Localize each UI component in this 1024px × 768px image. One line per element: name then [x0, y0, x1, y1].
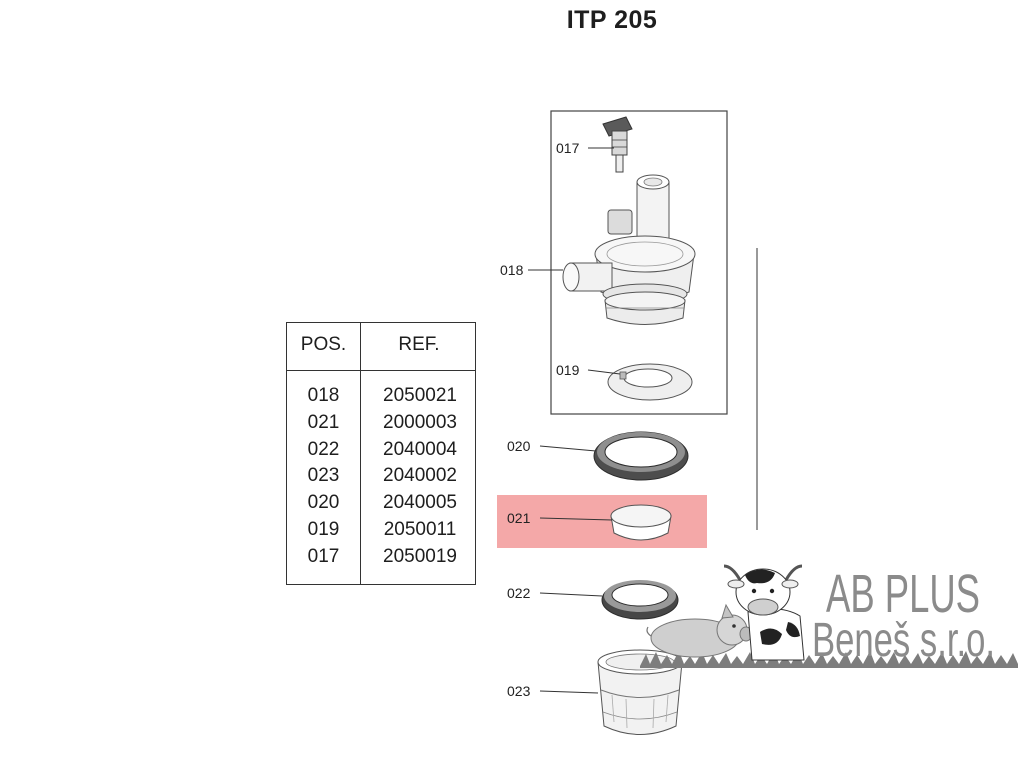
row-pos: 020 — [307, 492, 340, 514]
logo-text-line2: Beneš s.r.o. — [812, 614, 995, 667]
part-021-cap — [610, 504, 672, 541]
leader-023 — [539, 690, 599, 694]
leader-019 — [587, 369, 621, 375]
row-ref: 2040005 — [383, 492, 457, 514]
pig-icon — [646, 603, 753, 658]
part-017-valve — [602, 116, 633, 173]
page-title: ITP 205 — [566, 6, 658, 34]
table-header-pos: POS. — [300, 334, 347, 355]
leader-020 — [539, 445, 597, 452]
callout-023: 023 — [507, 683, 531, 699]
row-ref: 2040004 — [383, 438, 457, 460]
callout-017: 017 — [556, 140, 580, 156]
cow-icon — [723, 564, 805, 661]
part-020-seal-ring — [593, 431, 689, 481]
row-ref: 2040002 — [383, 465, 457, 487]
leader-022 — [539, 592, 603, 597]
subassembly-frame — [550, 110, 728, 415]
part-022-ring — [601, 580, 679, 620]
callout-022: 022 — [507, 585, 531, 601]
row-pos: 021 — [307, 411, 340, 433]
leader-021 — [539, 517, 613, 521]
row-pos: 022 — [307, 438, 340, 460]
row-pos: 019 — [307, 518, 340, 540]
table-row: 022 2040004 — [287, 437, 477, 464]
table-body: 018 2050021 021 2000003 022 2040004 023 … — [287, 383, 477, 571]
logo-text-line1: AB PLUS — [826, 564, 980, 624]
table-column-divider — [360, 323, 361, 584]
row-ref: 2050019 — [383, 545, 457, 567]
table-row: 019 2050011 — [287, 517, 477, 544]
callout-018: 018 — [500, 262, 524, 278]
table-header-ref: REF. — [398, 334, 440, 355]
row-pos: 017 — [307, 545, 340, 567]
part-018-housing — [562, 174, 696, 325]
table-row: 023 2040002 — [287, 463, 477, 490]
table-header-divider — [287, 370, 475, 371]
row-pos: 018 — [307, 385, 340, 406]
callout-019: 019 — [556, 362, 580, 378]
row-pos: 023 — [307, 465, 340, 487]
part-019-ring — [607, 363, 693, 401]
table-row: 021 2000003 — [287, 410, 477, 437]
table-row: 020 2040005 — [287, 490, 477, 517]
callout-020: 020 — [507, 438, 531, 454]
logo-grass — [640, 651, 1018, 668]
row-ref: 2050011 — [383, 518, 457, 540]
table-row: 018 2050021 — [287, 383, 477, 410]
row-ref: 2050021 — [383, 385, 457, 406]
parts-reference-table: POS. REF. 018 2050021 021 2000003 022 20… — [286, 322, 476, 585]
row-ref: 2000003 — [383, 411, 457, 433]
callout-021: 021 — [507, 510, 531, 526]
table-row: 017 2050019 — [287, 544, 477, 571]
highlight-box — [497, 495, 707, 548]
